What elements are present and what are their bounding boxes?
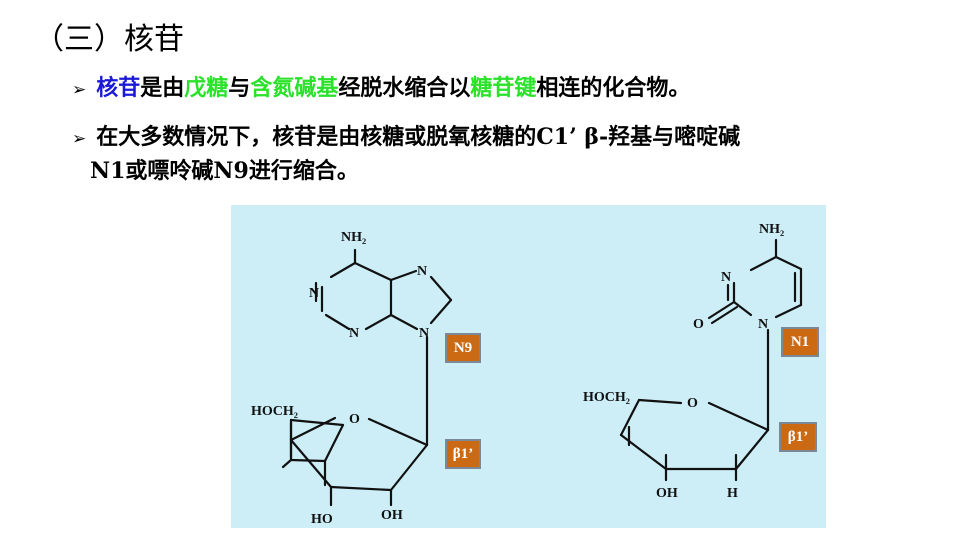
right-nh2: NH₂: [759, 222, 784, 237]
left-n7: N: [417, 264, 427, 279]
bullet-2-text: 在大多数情况下，核苷是由核糖或脱氧核糖的C1’ β-羟基与嘧啶碱: [96, 124, 741, 150]
right-n1: N: [758, 317, 768, 332]
tag-n9: N9: [445, 333, 481, 363]
bullet-arrow-icon: ➢: [72, 80, 87, 100]
tag-beta1-left: β1’: [445, 439, 481, 469]
left-n9: N: [419, 326, 429, 341]
nucleoside-figure: NH₂ N N N N HOCH₂ O HO OH NH₂ N N O HOCH…: [231, 205, 826, 528]
seg-glycosidic: 糖苷键: [470, 75, 537, 101]
tag-n1: N1: [781, 327, 819, 357]
seg-pentose: 戊糖: [184, 75, 229, 101]
tag-beta1-right: β1’: [779, 422, 817, 452]
right-carbonyl-o: O: [693, 317, 704, 332]
structure-drawings: NH₂ N N N N HOCH₂ O HO OH NH₂ N N O HOCH…: [251, 222, 803, 527]
seg-base: 含氮碱基: [250, 75, 339, 101]
bullet-1: ➢ 核苷是由戊糖与含氮碱基经脱水缩合以糖苷键相连的化合物。: [72, 70, 690, 102]
left-n3: N: [349, 326, 359, 341]
seg-text: 相连的化合物。: [536, 75, 691, 101]
left-nh2: NH₂: [341, 230, 366, 245]
right-n3: N: [721, 270, 731, 285]
seg-text: 是由: [140, 75, 185, 101]
right-ring-o: O: [687, 396, 698, 411]
left-hoch2: HOCH₂: [251, 404, 298, 419]
right-oh: OH: [656, 486, 678, 501]
bullet-arrow-icon: ➢: [72, 129, 87, 149]
left-oh: OH: [381, 508, 403, 523]
left-ho: HO: [311, 512, 333, 527]
bullet-2-line-1: ➢ 在大多数情况下，核苷是由核糖或脱氧核糖的C1’ β-羟基与嘧啶碱: [72, 119, 740, 151]
slide-title: （三）核苷: [34, 22, 184, 57]
seg-text: 经脱水缩合以: [338, 75, 471, 101]
right-hoch2: HOCH₂: [583, 390, 630, 405]
left-ring-o: O: [349, 412, 360, 427]
seg-text: 与: [228, 75, 251, 101]
seg-nucleoside: 核苷: [96, 75, 141, 101]
right-h: H: [727, 486, 738, 501]
bullet-2-line-2: N1或嘌呤碱N9进行缩合。: [90, 158, 359, 184]
left-n1: N: [309, 286, 319, 301]
